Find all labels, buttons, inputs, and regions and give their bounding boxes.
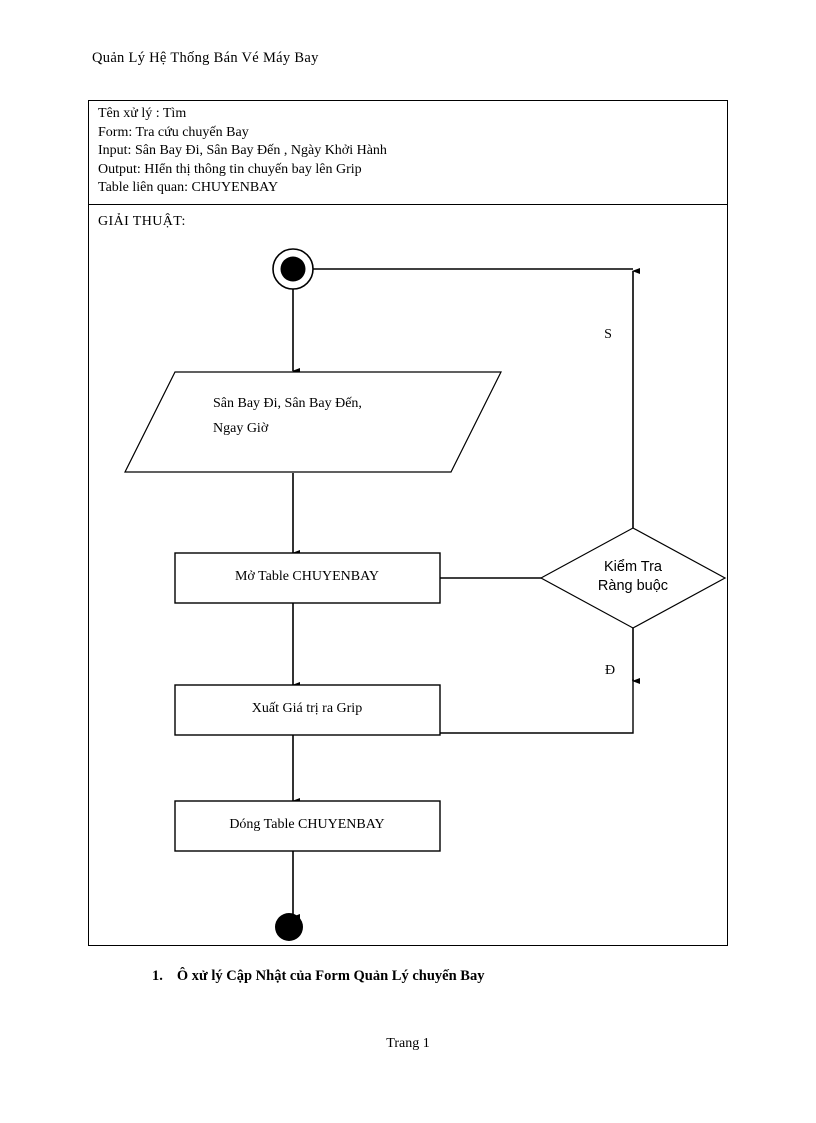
figure-caption: 1. Ô xử lý Cập Nhật của Form Quản Lý chuy…: [152, 968, 484, 985]
info-line-output: Output: HIển thị thông tin chuyến bay lê…: [98, 161, 362, 177]
process-node-open-table-label: Mở Table CHUYENBAY: [235, 569, 379, 584]
figure-caption-number: 1.: [152, 968, 163, 984]
branch-label-yes: S: [604, 327, 612, 342]
connector-decision-no-to-output: [440, 679, 634, 734]
input-parallelogram-node: Sân Bay Đi, Sân Bay Đến, Ngay Giờ: [124, 371, 502, 473]
page-number-footer: Trang 1: [386, 1036, 430, 1051]
decision-node-check-constraint: Kiểm Tra Ràng buộc: [539, 527, 727, 629]
end-node: [275, 913, 303, 941]
process-node-close-table-label: Dóng Table CHUYENBAY: [229, 817, 384, 832]
branch-label-no: Đ: [605, 663, 615, 678]
flowchart-diagram: Sân Bay Đi, Sân Bay Đến, Ngay Giờ Mở Tab…: [89, 101, 729, 947]
process-node-open-table: Mở Table CHUYENBAY: [174, 552, 441, 604]
process-info-block: Tên xử lý : Tìm Form: Tra cứu chuyến Bay…: [89, 101, 727, 205]
decision-node-label-line1: Kiểm Tra: [604, 559, 663, 575]
process-node-output-grid-label: Xuất Giá trị ra Grip: [252, 701, 362, 716]
input-node-label-line2: Ngay Giờ: [213, 421, 269, 436]
process-node-close-table: Dóng Table CHUYENBAY: [174, 800, 441, 852]
algorithm-section-label: GIẢI THUẬT:: [98, 214, 186, 229]
page-title: Quản Lý Hệ Thống Bán Vé Máy Bay: [92, 50, 319, 66]
info-line-ten-xu-ly: Tên xử lý : Tìm: [98, 106, 187, 121]
start-node: [272, 248, 314, 290]
info-line-table: Table liên quan: CHUYENBAY: [98, 180, 279, 196]
process-node-output-grid: Xuất Giá trị ra Grip: [174, 684, 441, 736]
decision-node-label-line2: Ràng buộc: [598, 578, 668, 594]
info-line-input: Input: Sân Bay Đi, Sân Bay Đến , Ngày Kh…: [98, 143, 387, 159]
input-node-label-line1: Sân Bay Đi, Sân Bay Đến,: [213, 396, 362, 411]
info-line-form: Form: Tra cứu chuyến Bay: [98, 124, 249, 140]
algorithm-frame: Tên xử lý : Tìm Form: Tra cứu chuyến Bay…: [88, 100, 728, 946]
figure-caption-text: Ô xử lý Cập Nhật của Form Quản Lý chuyến…: [176, 968, 485, 984]
